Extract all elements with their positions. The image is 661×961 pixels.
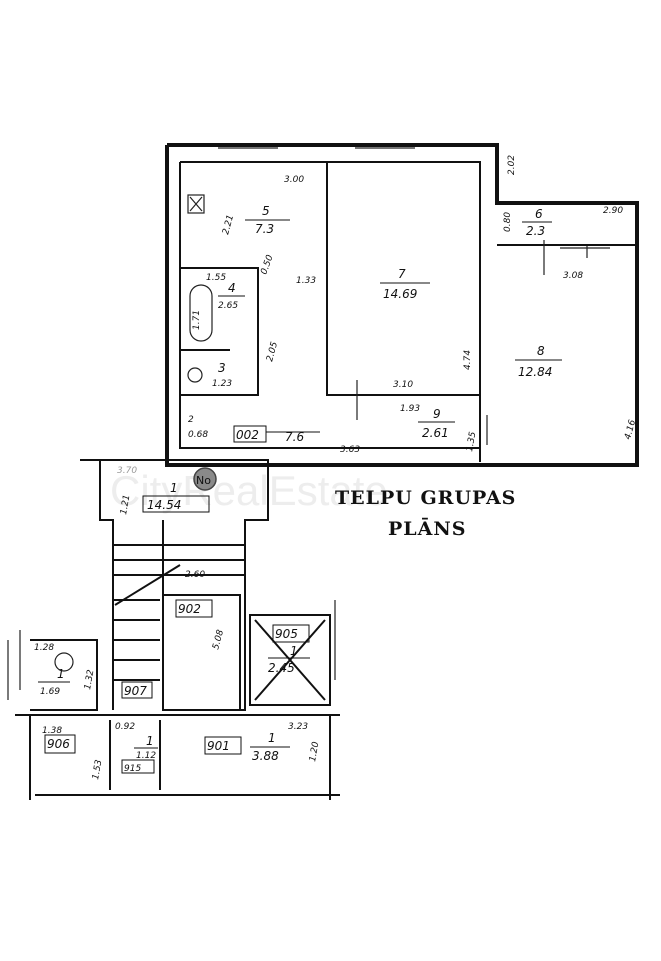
svg-text:2.65: 2.65	[218, 301, 238, 311]
svg-text:4.74: 4.74	[463, 350, 473, 370]
svg-text:1.33: 1.33	[296, 276, 316, 286]
svg-text:7.6: 7.6	[285, 430, 304, 444]
svg-text:1.28: 1.28	[34, 643, 54, 653]
svg-text:002: 002	[236, 428, 259, 442]
svg-text:5.08: 5.08	[211, 629, 226, 651]
plan-title-line2: PLĀNS	[388, 518, 466, 540]
svg-text:2: 2	[188, 415, 194, 425]
svg-text:1: 1	[57, 667, 65, 681]
svg-text:3.08: 3.08	[563, 271, 583, 281]
svg-text:1.69: 1.69	[40, 687, 60, 697]
number-badge: No	[193, 467, 217, 491]
svg-text:No: No	[196, 474, 211, 487]
room-1-915: 11.12	[134, 734, 158, 761]
svg-text:1.32: 1.32	[83, 669, 96, 691]
svg-text:3.88: 3.88	[252, 749, 279, 763]
svg-text:1: 1	[268, 731, 276, 745]
code-902: 902	[178, 602, 201, 616]
room-8: 812.84	[515, 344, 562, 379]
svg-text:9: 9	[433, 407, 441, 421]
svg-text:4: 4	[228, 281, 236, 295]
room-1-901: 13.88	[250, 731, 290, 763]
svg-text:0.92: 0.92	[115, 722, 135, 732]
svg-text:3: 3	[218, 361, 226, 375]
svg-text:14.54: 14.54	[147, 498, 181, 512]
svg-text:1.12: 1.12	[136, 751, 156, 761]
watermark: CityRealEstate	[110, 467, 388, 514]
code-905: 905	[275, 627, 298, 641]
svg-text:3.23: 3.23	[288, 722, 308, 732]
svg-text:5: 5	[262, 204, 270, 218]
room-6: 62.3	[522, 207, 552, 238]
svg-text:0.80: 0.80	[503, 212, 513, 232]
svg-text:6: 6	[535, 207, 543, 221]
apartment-walls	[165, 143, 639, 467]
svg-text:1.35: 1.35	[465, 431, 478, 453]
svg-text:1: 1	[170, 481, 178, 495]
room-1-small: 11.69	[38, 667, 70, 697]
svg-text:14.69: 14.69	[383, 287, 417, 301]
svg-text:2.05: 2.05	[265, 341, 280, 363]
room-codes: 902 905 907 906 915 901	[44, 599, 310, 774]
plan-title-line1: TELPU GRUPAS	[335, 487, 516, 509]
common-area-walls	[7, 459, 340, 800]
svg-text:2.3: 2.3	[526, 224, 545, 238]
code-901: 901	[207, 739, 230, 753]
room-4: 42.65	[218, 281, 245, 311]
code-906: 906	[47, 737, 70, 751]
svg-text:8: 8	[537, 344, 545, 358]
svg-text:2.90: 2.90	[603, 206, 623, 216]
code-907: 907	[124, 684, 147, 698]
svg-text:12.84: 12.84	[518, 365, 552, 379]
room-1-landing: 114.54	[142, 481, 210, 513]
svg-text:2.61: 2.61	[422, 426, 449, 440]
svg-text:1.20: 1.20	[308, 741, 321, 763]
svg-text:7: 7	[398, 267, 406, 281]
code-915: 915	[124, 764, 141, 774]
svg-text:1.21: 1.21	[119, 494, 132, 515]
svg-text:3.10: 3.10	[393, 380, 413, 390]
svg-text:2.60: 2.60	[185, 570, 205, 580]
svg-text:3.00: 3.00	[284, 175, 304, 185]
room-9: 92.61	[418, 407, 455, 440]
svg-text:1: 1	[290, 644, 298, 658]
svg-text:2.21: 2.21	[221, 214, 236, 236]
svg-text:0.68: 0.68	[188, 430, 208, 440]
svg-text:1.71: 1.71	[192, 310, 202, 330]
svg-text:3.63: 3.63	[340, 445, 360, 455]
svg-text:7.3: 7.3	[255, 222, 274, 236]
svg-text:1.93: 1.93	[400, 404, 420, 414]
room-7: 714.69	[380, 267, 430, 301]
svg-text:1.23: 1.23	[212, 379, 232, 389]
room-1-905: 12.45	[268, 644, 310, 675]
room-002: 002 7.6	[233, 425, 320, 444]
svg-text:2.02: 2.02	[507, 155, 517, 175]
svg-text:0.50: 0.50	[259, 254, 275, 277]
svg-text:1.55: 1.55	[206, 273, 226, 283]
svg-text:1.38: 1.38	[42, 726, 62, 736]
room-5: 57.3	[245, 204, 290, 236]
svg-text:1: 1	[146, 734, 154, 748]
svg-text:1.53: 1.53	[91, 759, 104, 781]
room-labels: 57.3 714.69 62.3 812.84 42.65 31.23 92.6…	[38, 204, 562, 763]
svg-text:2.45: 2.45	[268, 661, 295, 675]
svg-text:3.70: 3.70	[117, 466, 137, 476]
room-3: 31.23	[212, 361, 232, 389]
